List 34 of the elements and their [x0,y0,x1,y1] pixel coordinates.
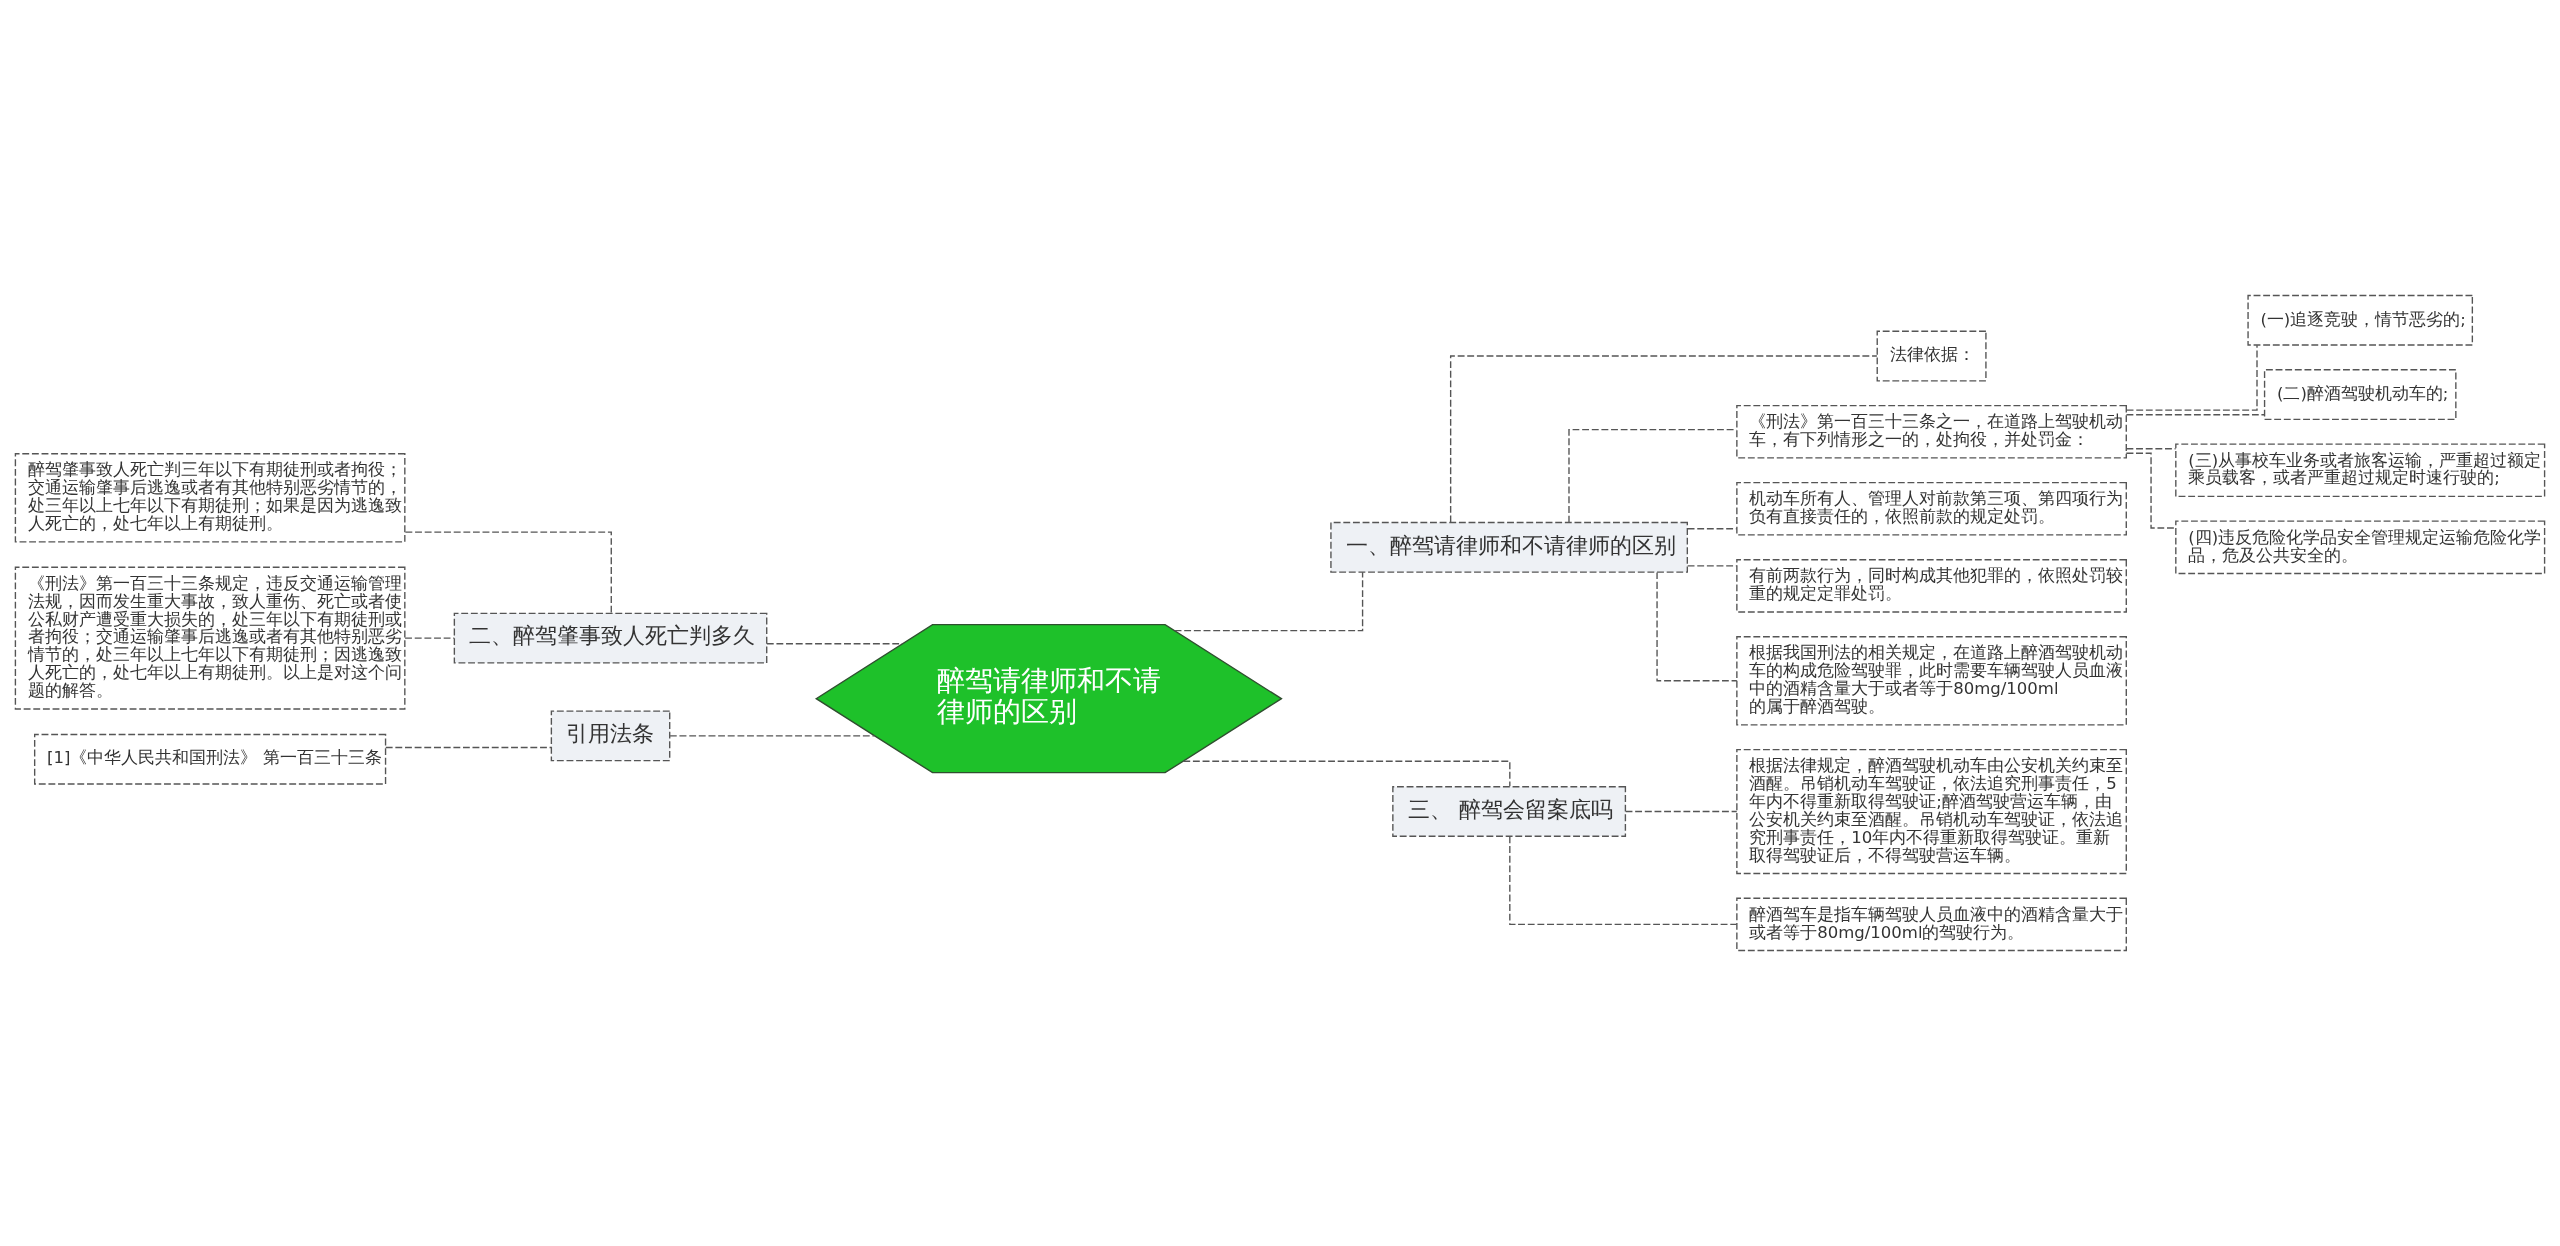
node-box: 根据法律规定，醉酒驾驶机动车由公安机关约束至酒醒。吊销机动车驾驶证，依法追究刑事责任，5年内不得重新取得驾驶证;醉酒驾驶营运车辆，由公安机关约束至酒醒。吊销机动车驾驶证，依法追究刑事责任，10年内不得重新取得驾驶证。重新取得驾驶证后，不得驾驶营运车辆。 [1736,748,2127,875]
connector [1449,355,1878,523]
connector [1173,571,1364,632]
node-box: 醉驾肇事致人死亡判三年以下有期徒刑或者拘役；交通运输肇事后逃逸或者有其他特别恶劣情节的，处三年以上七年以下有期徒刑；如果是因为逃逸致人死亡的，处七年以上有期徒刑。 [14,453,406,543]
connector [2125,452,2177,529]
node-box: 三、 醉驾会留案底吗 [1392,786,1627,837]
node-box: (二)醉酒驾驶机动车的; [2263,369,2457,421]
node-box: 《刑法》第一百三十三条之一，在道路上驾驶机动车，有下列情形之一的，处拘役，并处罚金： [1736,404,2127,459]
connector [2125,344,2258,411]
connector [1182,760,1511,788]
connector [1687,528,1738,530]
connector [669,735,876,737]
node-box: 二、醉驾肇事致人死亡判多久 [453,612,768,664]
connector [1687,565,1738,567]
node-box: 引用法条 [550,710,671,762]
node-box: 机动车所有人、管理人对前款第三项、第四项行为负有直接责任的，依照前款的规定处罚。 [1736,481,2127,536]
node-box: 一、醉驾请律师和不请律师的区别 [1330,521,1688,573]
connector [385,746,552,749]
node-box: (一)追逐竞驶，情节恶劣的; [2247,294,2474,346]
node-box: (四)违反危险化学品安全管理规定运输危险化学品，危及公共安全的。 [2175,520,2546,575]
connector [1656,571,1738,682]
connector [1509,835,1738,926]
node-box: [1]《中华人民共和国刑法》 第一百三十三条 [34,733,387,785]
node-box: 根据我国刑法的相关规定，在道路上醉酒驾驶机动车的构成危险驾驶罪，此时需要车辆驾驶人员血液中的酒精含量大于或者等于80mg/100ml的属于醉酒驾驶。 [1736,636,2127,726]
connector [404,637,455,639]
connector [2125,448,2177,450]
node-box: 法律依据： [1876,330,1987,382]
node-box: 有前两款行为，同时构成其他犯罪的，依照处罚较重的规定定罪处罚。 [1736,559,2127,613]
connector [1625,810,1738,813]
node-box: (三)从事校车业务或者旅客运输，严重超过额定乘员载客，或者严重超过规定时速行驶的; [2175,443,2546,498]
node-box: 《刑法》第一百三十三条规定，违反交通运输管理法规，因而发生重大事故，致人重伤、死亡或者使公私财产遭受重大损失的，处三年以下有期徒刑或者拘役；交通运输肇事后逃逸或者有其他特别恶劣情节的，处三年以上七年以下有期徒刑；因逃逸致人死亡的，处七年以上有期徒刑。以上是对这个问题的解答。 [14,566,406,710]
node-box: 醉酒驾车是指车辆驾驶人员血液中的酒精含量大于或者等于80mg/100ml的驾驶行为。 [1736,897,2127,952]
connector [404,531,612,614]
connector [2125,414,2265,416]
